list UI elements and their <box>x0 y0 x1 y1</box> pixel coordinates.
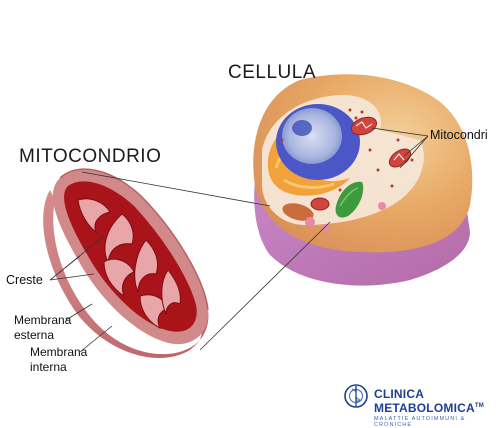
cell-mitochondrion-1 <box>350 116 378 136</box>
membrana-esterna-line2: esterna <box>14 328 55 342</box>
mitochondrion-title: MITOCONDRIO <box>19 146 162 167</box>
membrana-interna-line2: interna <box>30 360 67 374</box>
cell-membrane <box>254 160 470 286</box>
logo: CLINICA METABOLOMICATM MALATTIE AUTOIMMU… <box>374 387 500 428</box>
logo-subtitle: MALATTIE AUTOIMMUNI & CRONICHE <box>374 416 466 428</box>
logo-emblem <box>344 384 368 408</box>
membrana-interna-label: Membrana interna <box>30 345 87 375</box>
mitocondri-label: Mitocondri <box>430 128 488 142</box>
cristae <box>77 198 181 330</box>
logo-name: CLINICA METABOLOMICATM <box>374 387 500 415</box>
mitochondrion-illustration <box>43 168 209 358</box>
cell-mitochondrion-3 <box>282 203 314 221</box>
nucleus <box>282 108 342 164</box>
membrana-interna-line1: Membrana <box>30 345 88 359</box>
diagram <box>43 74 473 408</box>
green-organelle <box>335 181 364 218</box>
logo-name-text: CLINICA METABOLOMICA <box>374 387 475 415</box>
leader-lines <box>49 127 429 353</box>
nucleolus <box>292 120 312 136</box>
cell-mitochondrion-4 <box>310 197 330 211</box>
mitochondrion-side <box>43 190 209 358</box>
logo-tm: TM <box>474 403 484 409</box>
cell-illustration <box>253 74 473 286</box>
membrana-esterna-label: Membrana esterna <box>14 313 71 343</box>
creste-label: Creste <box>6 273 43 287</box>
membrana-esterna-line1: Membrana <box>14 313 72 327</box>
cell-title: CELLULA <box>228 62 316 83</box>
